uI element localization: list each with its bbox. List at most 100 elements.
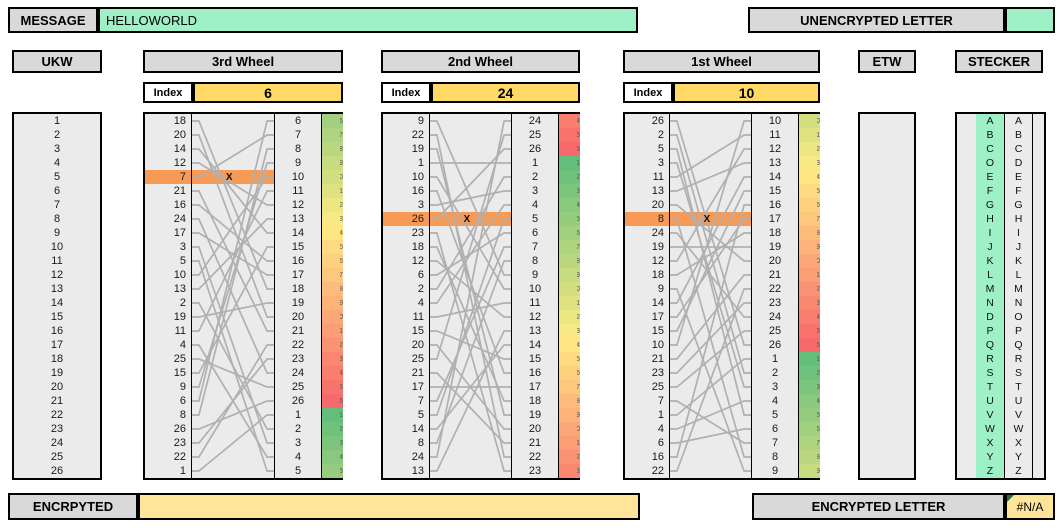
active-signal-x-marker: X <box>225 171 233 183</box>
heat-strip-cell: 14 <box>322 226 343 240</box>
stecker-plug-letter[interactable]: N <box>986 296 994 309</box>
stecker-plug-letter[interactable]: W <box>985 422 995 435</box>
wheel-wire <box>430 134 511 458</box>
wheel-wiring-number: 19 <box>173 310 186 323</box>
heat-strip-cell: 4 <box>322 450 343 464</box>
wheel-wiring-number: 1 <box>179 464 186 477</box>
stecker-plug-letter[interactable]: I <box>988 226 992 239</box>
ukw-number: 24 <box>50 436 64 449</box>
wheel-position-number: 14 <box>528 338 542 351</box>
message-input[interactable]: HELLOWORLD <box>98 7 638 33</box>
heat-strip-cell: 25 <box>322 380 343 394</box>
wheel-wiring-number: 5 <box>179 254 186 267</box>
heat-strip-clipped-number: 18 <box>577 397 580 405</box>
wheel-wire <box>430 190 511 206</box>
stecker-plug-letter[interactable]: C <box>986 142 994 155</box>
stecker-reference-letter: O <box>1014 310 1023 323</box>
stecker-plug-letter[interactable]: K <box>986 254 994 267</box>
stecker-plug-letter[interactable]: L <box>987 268 993 281</box>
stecker-plug-letter[interactable]: V <box>986 408 994 421</box>
stecker-plug-letter[interactable]: U <box>986 394 994 407</box>
wheel-wiring-number: 8 <box>657 212 664 225</box>
wheel-wire <box>192 162 274 206</box>
wheel-wiring-number: 11 <box>652 170 664 183</box>
heat-strip-cell: 18 <box>322 282 343 296</box>
stecker-plug-letter[interactable]: Q <box>985 338 995 351</box>
wheel-wiring-number: 2 <box>179 296 186 309</box>
stecker-plug-letter[interactable]: Y <box>986 450 994 463</box>
wheel-position-number: 4 <box>294 450 302 463</box>
wheel-position-number: 16 <box>291 254 305 267</box>
stecker-plug-letter[interactable]: A <box>986 114 994 127</box>
heat-strip-cell: 17 <box>559 380 580 394</box>
wheel-wire <box>430 260 511 444</box>
wheel-wiring-number: 3 <box>657 156 664 169</box>
heat-strip-clipped-number: 25 <box>340 383 343 391</box>
wheel-wire <box>192 120 274 402</box>
wheel-position-number: 20 <box>768 254 782 267</box>
unencrypted-letter-label: UNENCRYPTED LETTER <box>748 7 1005 33</box>
stecker-plug-letter[interactable]: B <box>986 128 994 141</box>
heat-strip-cell: 2 <box>559 170 580 184</box>
heat-strip-cell: 21 <box>799 268 820 282</box>
wheel-position-number: 13 <box>528 324 542 337</box>
wheel-wiring-number: 25 <box>411 352 424 365</box>
wheel-position-number: 24 <box>291 366 305 379</box>
wheel-wiring-number: 16 <box>411 184 424 197</box>
wheel3-header: 3rd Wheel <box>143 50 343 73</box>
stecker-plug-letter[interactable]: S <box>986 366 994 379</box>
stecker-plug-letter[interactable]: R <box>986 352 994 365</box>
stecker-reference-letter: N <box>1014 296 1023 309</box>
stecker-plug-letter[interactable]: J <box>987 240 993 253</box>
wheel-position-number: 25 <box>768 324 782 337</box>
heat-strip-clipped-number: 11 <box>577 299 580 307</box>
encrypted-letter-value[interactable]: #N/A <box>1005 493 1055 520</box>
heat-strip-cell: 16 <box>799 198 820 212</box>
error-indicator-triangle <box>1007 495 1014 502</box>
wheel-wiring-number: 22 <box>411 128 424 141</box>
heat-strip-cell: 16 <box>559 366 580 380</box>
wheel-wire <box>670 148 751 262</box>
wheel1-index-value[interactable]: 10 <box>673 82 820 103</box>
wheel-position-number: 14 <box>768 170 782 183</box>
wheel-position-number: 3 <box>531 184 539 197</box>
encrypted-output-field[interactable] <box>138 493 640 520</box>
stecker-plug-letter[interactable]: M <box>985 282 995 295</box>
wheel-position-number: 7 <box>294 128 302 141</box>
stecker-plug-letter[interactable]: P <box>986 324 994 337</box>
heat-strip-clipped-number: 4 <box>817 397 820 405</box>
heat-strip-clipped-number: 17 <box>577 383 580 391</box>
wheel-position-number: 8 <box>294 142 302 155</box>
stecker-plug-letter[interactable]: D <box>986 310 994 323</box>
wheel-position-number: 2 <box>294 422 302 435</box>
wheel-wire <box>430 330 511 360</box>
wheel-wire <box>192 246 274 444</box>
stecker-plug-letter[interactable]: F <box>986 184 994 197</box>
heat-strip-clipped-number: 8 <box>577 257 580 265</box>
wheel-position-number: 10 <box>291 170 305 183</box>
wheel-position-number: 12 <box>291 198 305 211</box>
stecker-plug-letter[interactable]: H <box>986 212 994 225</box>
heat-strip-clipped-number: 5 <box>577 215 580 223</box>
ukw-number: 7 <box>53 198 61 211</box>
heat-strip-cell: 1 <box>559 156 580 170</box>
ukw-number: 18 <box>50 352 64 365</box>
heat-strip-cell: 7 <box>322 128 343 142</box>
stecker-reference-letter: Z <box>1015 464 1022 477</box>
stecker-plug-letter[interactable]: G <box>985 198 995 211</box>
heat-strip-clipped-number: 10 <box>817 117 820 125</box>
stecker-plug-letter[interactable]: X <box>986 436 994 449</box>
wheel2-index-value[interactable]: 24 <box>431 82 580 103</box>
stecker-plug-letter[interactable]: Z <box>986 464 994 477</box>
stecker-reference-letter: Q <box>1014 338 1023 351</box>
unencrypted-letter-value[interactable] <box>1005 7 1055 33</box>
heat-strip-clipped-number: 24 <box>340 369 343 377</box>
stecker-plug-letter[interactable]: T <box>986 380 994 393</box>
heat-strip-clipped-number: 9 <box>817 467 820 475</box>
heat-strip-clipped-number: 5 <box>340 467 343 475</box>
wheel-wire <box>430 176 511 290</box>
wheel-position-number: 22 <box>291 338 305 351</box>
stecker-plug-letter[interactable]: O <box>985 156 995 169</box>
stecker-plug-letter[interactable]: E <box>986 170 994 183</box>
wheel3-index-value[interactable]: 6 <box>193 82 343 103</box>
